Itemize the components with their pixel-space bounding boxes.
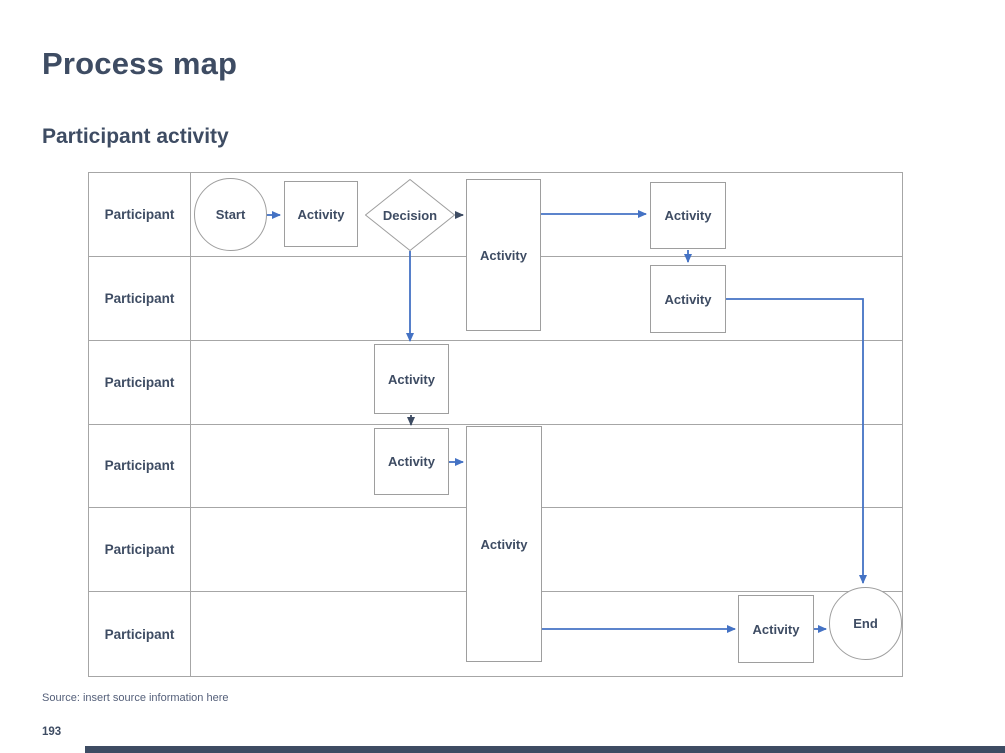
page-title: Process map — [42, 46, 238, 81]
footer-bar — [85, 746, 1005, 753]
start-node-label: Start — [215, 207, 246, 222]
swimlane-label: Participant — [104, 626, 175, 642]
activity-node-label: Activity — [752, 621, 800, 637]
activity-node-label: Activity — [480, 536, 528, 552]
swimlane-2: Participant — [89, 256, 902, 341]
activity-node-label: Activity — [664, 291, 712, 307]
activity-node-3: Activity — [650, 182, 726, 249]
decision-node: Decision — [365, 179, 455, 251]
activity-node-5: Activity — [374, 344, 449, 414]
activity-node-1: Activity — [284, 181, 358, 247]
start-node: Start — [194, 178, 267, 251]
activity-node-2-tall: Activity — [466, 179, 541, 331]
swimlane-6: Participant — [89, 592, 902, 676]
end-node: End — [829, 587, 902, 660]
source-note: Source: insert source information here — [42, 692, 229, 704]
swimlanes: Participant Participant Participant Part… — [89, 173, 902, 676]
swimlane-label: Participant — [104, 290, 175, 306]
activity-node-4: Activity — [650, 265, 726, 333]
diamond-shape — [365, 179, 455, 251]
activity-node-label: Activity — [480, 247, 527, 263]
swimlane-label: Participant — [104, 458, 175, 474]
swimlane-6-header: Participant — [89, 592, 191, 676]
activity-node-label: Activity — [388, 371, 435, 387]
page-number: 193 — [42, 726, 62, 738]
section-title: Participant activity — [42, 125, 229, 148]
swimlane-3-header: Participant — [89, 340, 191, 424]
swimlane-5-header: Participant — [89, 508, 191, 592]
swimlane-label: Participant — [104, 374, 175, 390]
process-map-diagram: Participant Participant Participant Part… — [88, 172, 903, 677]
end-node-label: End — [853, 616, 878, 631]
swimlane-2-header: Participant — [89, 256, 191, 340]
swimlane-1-header: Participant — [89, 173, 191, 256]
activity-node-label: Activity — [664, 208, 712, 223]
swimlane-label: Participant — [104, 542, 175, 558]
activity-node-7-tall: Activity — [466, 426, 542, 662]
swimlane-4-header: Participant — [89, 424, 191, 508]
activity-node-8: Activity — [738, 595, 814, 663]
activity-node-label: Activity — [297, 206, 345, 222]
activity-node-label: Activity — [388, 454, 435, 469]
decision-node-label: Decision — [382, 207, 438, 223]
swimlane-3: Participant — [89, 340, 902, 425]
activity-node-6: Activity — [374, 428, 449, 495]
swimlane-label: Participant — [104, 206, 175, 222]
